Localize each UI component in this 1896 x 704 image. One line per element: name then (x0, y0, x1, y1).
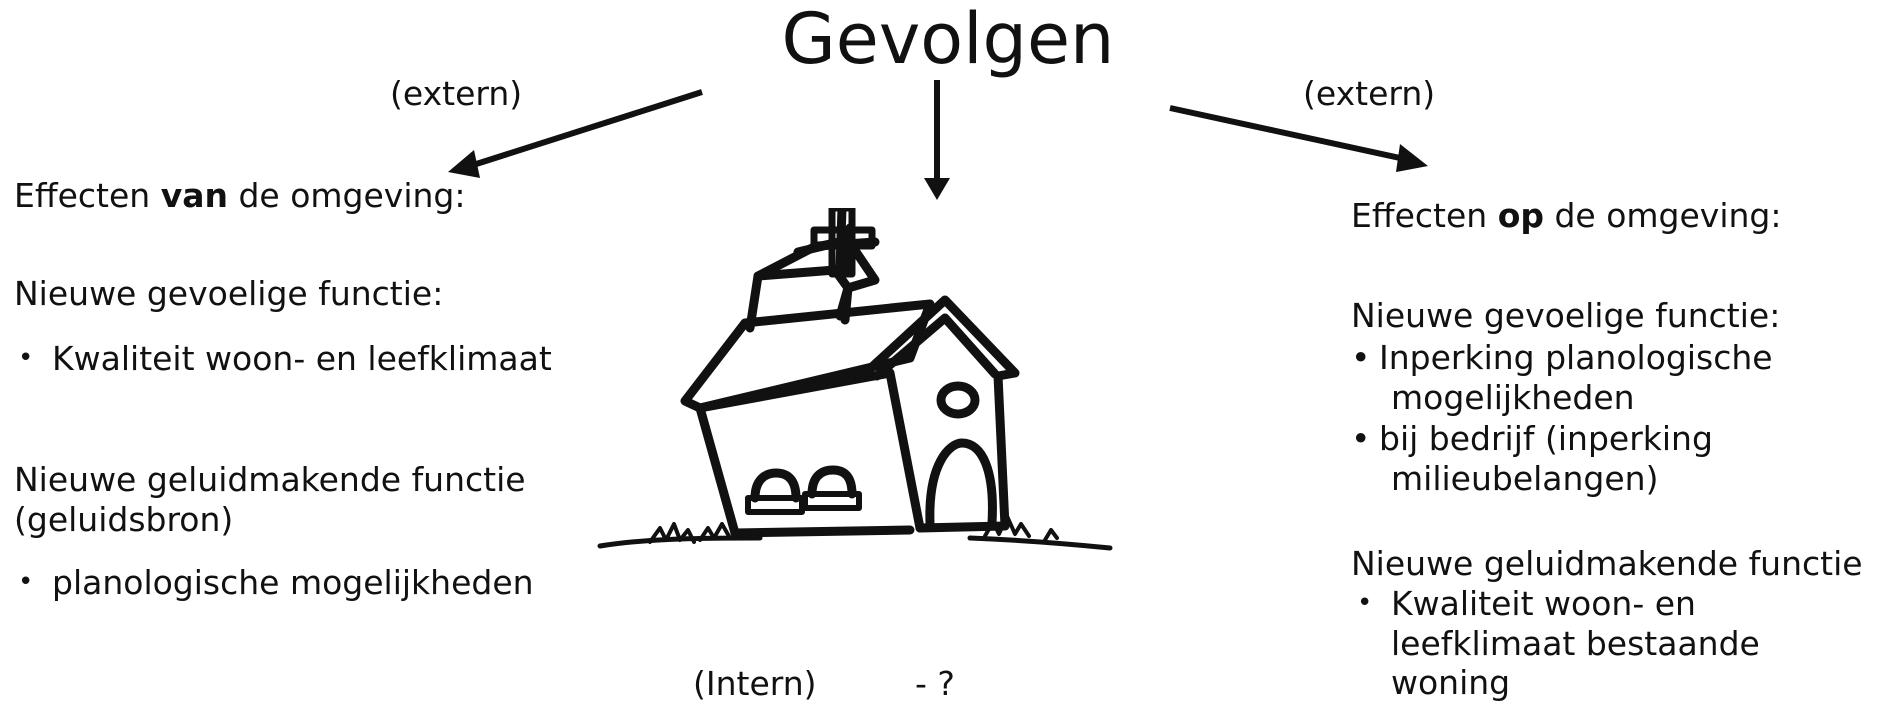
right-block2-title: Nieuwe geluidmakende functie (1351, 544, 1863, 583)
left-heading-pre: Effecten (14, 176, 161, 215)
list-item-line1: bij bedrijf (inperking (1379, 419, 1713, 459)
right-heading-bold: op (1497, 196, 1544, 235)
arrow-down-icon (924, 80, 950, 200)
left-heading: Effecten van de omgeving: (14, 176, 465, 216)
left-block2-list: • planologische mogelijkheden (14, 562, 534, 603)
list-item: • Kwaliteit woon- en leefklimaat bestaan… (1351, 584, 1760, 703)
page-title-text: Gevolgen (781, 0, 1115, 80)
list-item: • bij bedrijf (inperking milieubelangen) (1351, 419, 1773, 498)
list-item-text: planologische mogelijkheden (52, 563, 534, 602)
right-heading-post: de omgeving: (1543, 196, 1782, 235)
list-item-line2: mogelijkheden (1391, 377, 1635, 417)
list-item: • Kwaliteit woon- en leefklimaat (14, 338, 552, 379)
list-item: • planologische mogelijkheden (14, 562, 534, 603)
right-heading: Effecten op de omgeving: (1351, 196, 1781, 236)
left-block2-title-line2: (geluidsbron) (14, 500, 234, 539)
bullet-icon: • (1357, 588, 1373, 618)
bullet-icon: • (18, 343, 34, 373)
left-heading-bold: van (160, 176, 228, 215)
right-heading-pre: Effecten (1351, 196, 1498, 235)
list-item: • Inperking planologische mogelijkheden (1351, 338, 1773, 417)
right-block1-list: • Inperking planologische mogelijkheden … (1351, 338, 1773, 498)
right-block1-title: Nieuwe gevoelige functie: (1351, 296, 1781, 335)
left-block2-title-line1: Nieuwe geluidmakende functie (14, 460, 526, 499)
bullet-icon: • (1351, 338, 1371, 377)
extern-label-left: (extern) (390, 74, 523, 113)
bullet-icon: • (18, 567, 34, 597)
left-heading-post: de omgeving: (227, 176, 466, 215)
list-item-line1: Inperking planologische (1379, 338, 1773, 377)
left-block1-list: • Kwaliteit woon- en leefklimaat (14, 338, 552, 379)
arrow-down-left-icon (448, 89, 703, 178)
arrow-down-right-icon (1169, 105, 1428, 172)
left-block1-title: Nieuwe gevoelige functie: (14, 274, 444, 313)
list-item-line2: milieubelangen) (1391, 458, 1659, 498)
church-illustration (597, 208, 1113, 551)
intern-label: (Intern) (693, 664, 817, 703)
list-item-line2: leefklimaat bestaande (1391, 623, 1760, 663)
bullet-icon: • (1351, 419, 1371, 459)
list-item-text: Kwaliteit woon- en leefklimaat (52, 339, 552, 378)
list-item-line3: woning (1391, 663, 1511, 703)
intern-note: - ? (915, 664, 955, 703)
list-item-line1: Kwaliteit woon- en (1391, 584, 1696, 623)
right-block2-list: • Kwaliteit woon- en leefklimaat bestaan… (1351, 584, 1760, 703)
extern-label-right: (extern) (1303, 74, 1436, 113)
page-title: Gevolgen (0, 4, 1896, 74)
